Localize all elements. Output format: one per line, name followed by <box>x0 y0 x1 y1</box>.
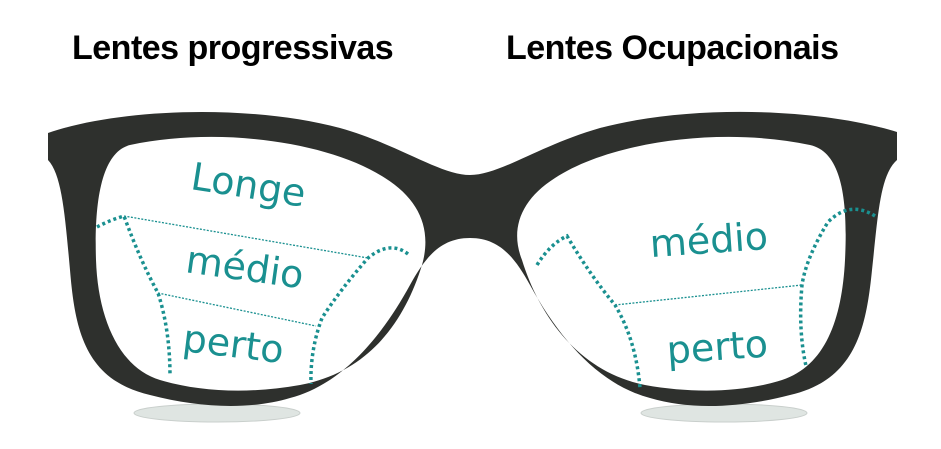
left-lens-zone-lines <box>96 213 410 385</box>
right-outer-right-corridor-boundary <box>798 207 876 367</box>
right-zone-label-near: perto <box>665 322 769 373</box>
heading-progressive-lenses: Lentes progressivas <box>72 29 394 67</box>
right-zone-label-intermediate: médio <box>648 214 769 266</box>
right-outer-left-corridor-boundary <box>535 233 642 389</box>
left-lens-shadow <box>133 403 301 423</box>
left-outer-left-corridor-boundary <box>96 213 172 377</box>
left-far-mid-separator <box>123 215 369 259</box>
heading-occupational-lenses: Lentes Ocupacionais <box>506 29 839 67</box>
right-lens-shadow <box>640 403 808 423</box>
left-mid-near-separator <box>157 292 317 327</box>
left-zone-label-intermediate: médio <box>183 237 306 297</box>
right-lens-zone-lines <box>535 207 876 389</box>
glasses-frame <box>48 111 897 406</box>
left-zone-label-far: Longe <box>188 154 309 216</box>
right-mid-near-separator <box>614 284 803 306</box>
left-zone-label-near: perto <box>180 316 286 372</box>
